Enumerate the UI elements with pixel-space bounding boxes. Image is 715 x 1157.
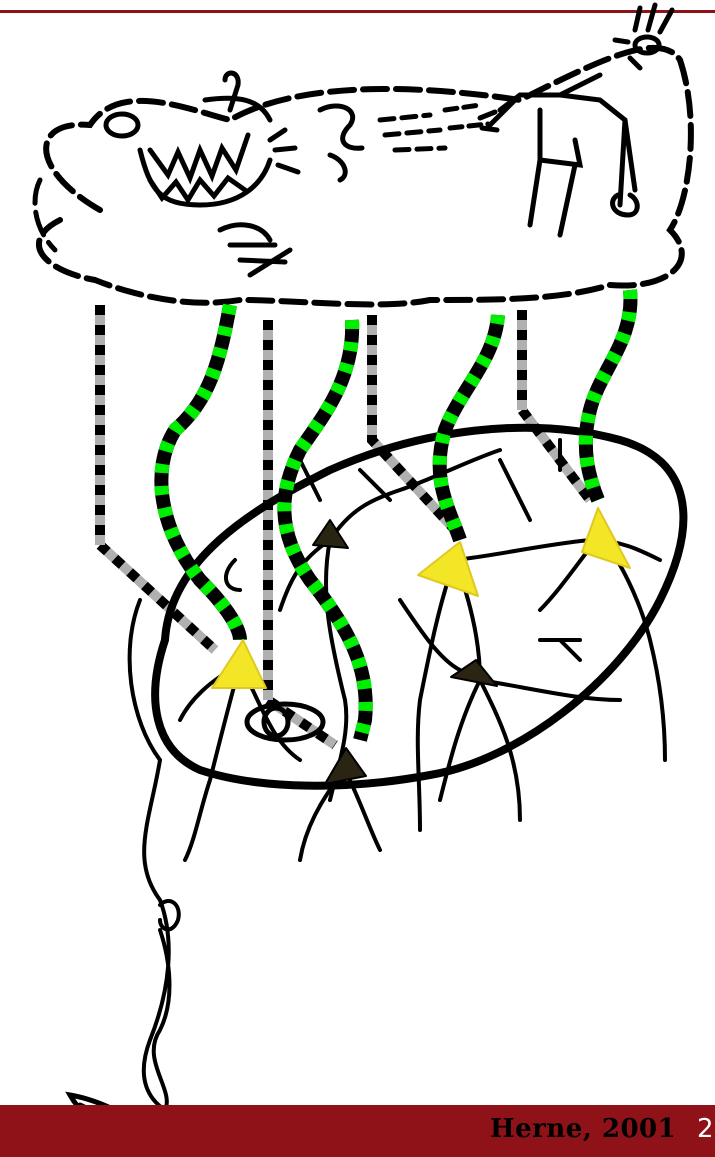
active-neuron-2 [418,542,478,596]
face-profile [130,600,170,1110]
citation-credit: Herne, 2001 [490,1114,676,1144]
slide-number: 2 [697,1114,715,1144]
lion-eye [106,114,138,136]
active-neuron-1 [212,640,266,688]
thought-cloud [35,48,691,305]
inactive-fiber-4 [522,310,590,500]
lion-teeth-upper [150,135,248,178]
inactive-neuron-2 [325,748,366,784]
dendrites [180,440,665,860]
active-neuron-3 [582,508,630,568]
inactive-neuron-3 [451,660,497,686]
cloud-scene [106,5,672,275]
